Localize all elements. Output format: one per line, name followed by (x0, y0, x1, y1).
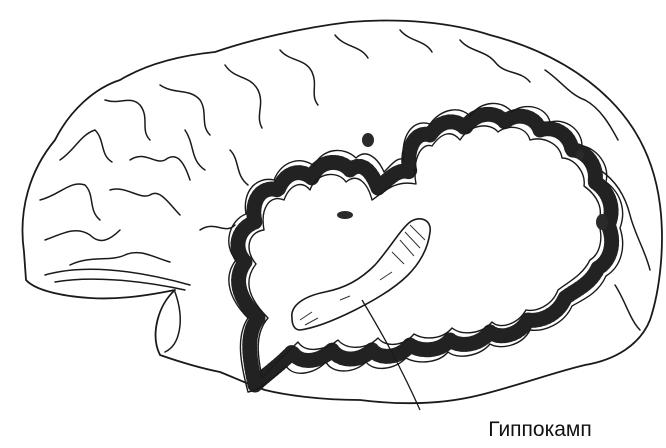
cortex-shade-1 (362, 133, 374, 147)
hippocampus-label: Гиппокамп (440, 418, 640, 442)
cortex-shade-2 (596, 214, 608, 230)
cortex-shade-4 (576, 150, 584, 160)
cortex-shade-3 (337, 211, 353, 219)
